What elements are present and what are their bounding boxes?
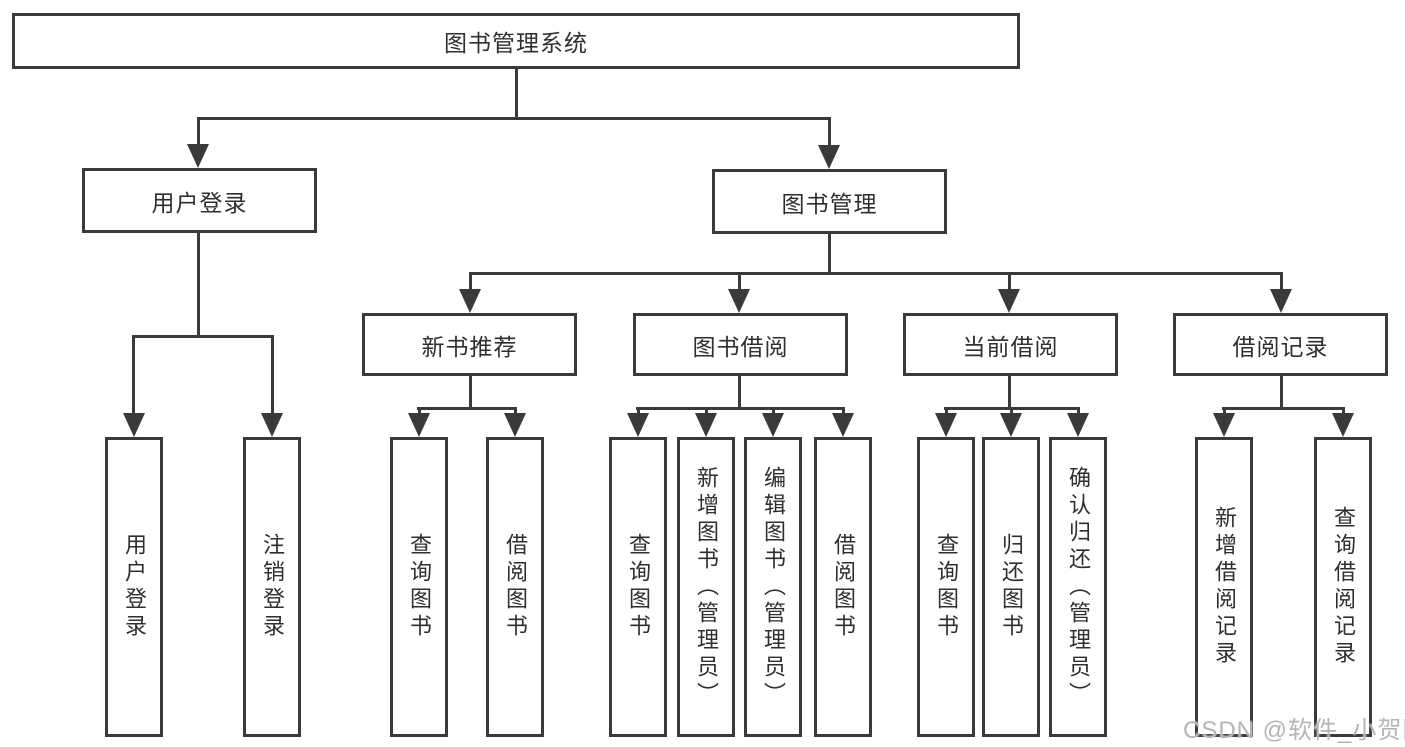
node-leaf-logout: 注销登录: [243, 437, 301, 737]
node-new-book-recommend: 新书推荐: [362, 313, 577, 376]
connector-line: [1222, 407, 1345, 410]
connector-line: [705, 407, 708, 416]
connector-line: [197, 117, 831, 120]
connector-line: [271, 335, 274, 414]
arrowhead-icon: [123, 413, 145, 437]
connector-line: [738, 272, 741, 292]
node-leaf-query-books-borrow: 查询图书: [609, 437, 667, 737]
connector-line: [1223, 407, 1226, 416]
connector-line: [197, 233, 200, 338]
connector-line: [1008, 272, 1011, 292]
node-leaf-confirm-return-admin: 确认归还（管理员）: [1049, 437, 1107, 737]
connector-line: [828, 117, 831, 147]
arrowhead-icon: [627, 413, 649, 437]
arrowhead-icon: [504, 413, 526, 437]
arrowhead-icon: [998, 289, 1020, 313]
connector-line: [132, 335, 274, 338]
node-borrow-records: 借阅记录: [1173, 313, 1388, 376]
node-book-borrow: 图书借阅: [633, 313, 848, 376]
node-leaf-add-books-admin: 新增图书（管理员）: [677, 437, 735, 737]
node-leaf-query-books-recommend: 查询图书: [390, 437, 448, 737]
node-root-system: 图书管理系统: [12, 13, 1020, 69]
node-leaf-query-books-current: 查询图书: [917, 437, 975, 737]
node-leaf-edit-books-admin: 编辑图书（管理员）: [744, 437, 802, 737]
connector-line: [945, 407, 948, 416]
node-current-borrow: 当前借阅: [903, 313, 1118, 376]
connector-line: [1077, 407, 1080, 416]
arrowhead-icon: [832, 413, 854, 437]
arrowhead-icon: [261, 413, 283, 437]
node-leaf-return-books: 归还图书: [982, 437, 1040, 737]
connector-line: [772, 407, 775, 416]
arrowhead-icon: [695, 413, 717, 437]
csdn-watermark: CSDN @软件_小贺同学: [1183, 717, 1405, 744]
connector-line: [417, 407, 517, 410]
arrowhead-icon: [1067, 413, 1089, 437]
connector-line: [418, 407, 421, 416]
connector-line: [514, 407, 517, 416]
connector-line: [197, 117, 200, 146]
connector-line: [1008, 376, 1011, 410]
node-leaf-query-borrow-record: 查询借阅记录: [1314, 437, 1372, 737]
connector-line: [842, 407, 845, 416]
arrowhead-icon: [728, 289, 750, 313]
node-leaf-user-login: 用户登录: [105, 437, 163, 737]
node-user-login: 用户登录: [82, 168, 317, 233]
arrowhead-icon: [762, 413, 784, 437]
arrowhead-icon: [818, 145, 840, 169]
connector-line: [469, 272, 1283, 275]
connector-line: [738, 376, 741, 410]
connector-line: [637, 407, 640, 416]
arrowhead-icon: [1000, 413, 1022, 437]
node-book-management: 图书管理: [712, 169, 947, 234]
connector-line: [469, 272, 472, 292]
arrowhead-icon: [459, 289, 481, 313]
connector-line: [1010, 407, 1013, 416]
node-leaf-borrow-books-recommend: 借阅图书: [486, 437, 544, 737]
connector-line: [515, 69, 518, 119]
connector-line: [828, 234, 831, 275]
connector-line: [469, 376, 472, 410]
connector-line: [1280, 376, 1283, 410]
arrowhead-icon: [408, 413, 430, 437]
arrowhead-icon: [1270, 289, 1292, 313]
connector-line: [1280, 272, 1283, 292]
arrowhead-icon: [1213, 413, 1235, 437]
arrowhead-icon: [935, 413, 957, 437]
connector-line: [1342, 407, 1345, 416]
arrowhead-icon: [1332, 413, 1354, 437]
connector-line: [636, 407, 845, 410]
node-leaf-borrow-books: 借阅图书: [814, 437, 872, 737]
connector-line: [132, 335, 135, 414]
arrowhead-icon: [187, 144, 209, 168]
node-leaf-add-borrow-record: 新增借阅记录: [1195, 437, 1253, 737]
